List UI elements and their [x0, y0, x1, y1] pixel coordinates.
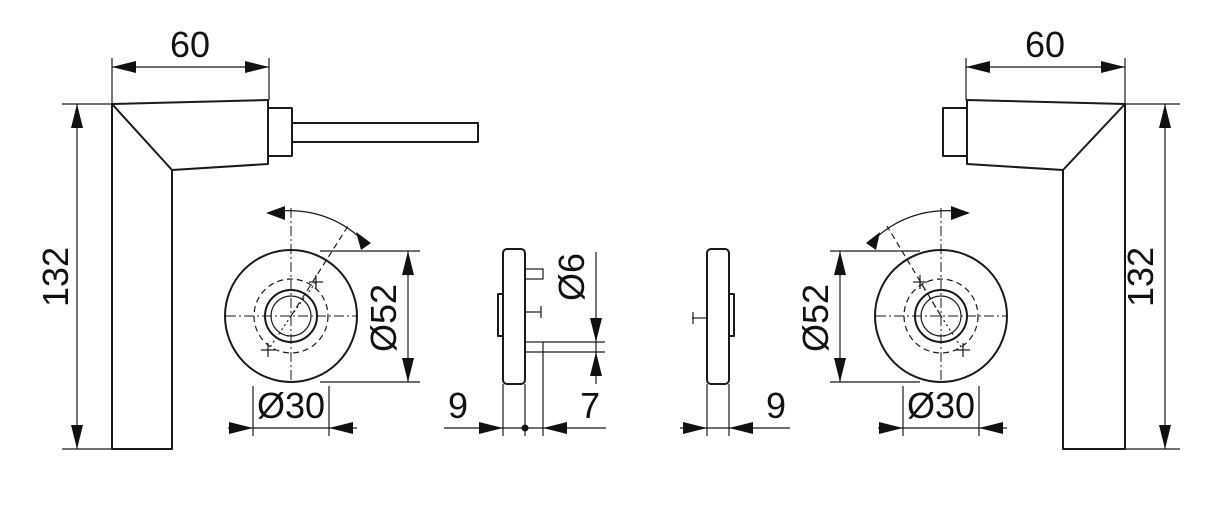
right-height-label: 132: [1120, 247, 1161, 307]
pin-diameter-dimension: Ø6: [543, 252, 605, 384]
center-left-thickness-dimensions: 9 7: [444, 352, 606, 436]
right-lever-neck: [942, 107, 968, 157]
left-rose-diameter-label: Ø52: [363, 284, 404, 352]
right-rose-front-view: [866, 206, 1008, 383]
left-spindle: [291, 122, 479, 143]
right-rose-diameter-label: Ø52: [795, 284, 836, 352]
right-hole-diameter-label: Ø30: [907, 385, 975, 426]
right-height-dimension: 132: [1120, 103, 1180, 450]
rose-side-body: [502, 248, 526, 385]
left-height-label: 132: [35, 247, 76, 307]
left-hole-diameter-label: Ø30: [257, 385, 325, 426]
right-width-label: 60: [1025, 24, 1065, 65]
left-width-label: 60: [170, 24, 210, 65]
right-lever-bevel: [1062, 103, 1126, 171]
rose-side-body-right: [706, 248, 730, 385]
rose-side-collar: [497, 293, 504, 337]
pin-offset-label: 7: [580, 385, 600, 426]
right-rose-hidden-circle: [903, 278, 979, 354]
rose-side-collar-right: [728, 293, 735, 337]
center-right-thickness-dimension: 9: [680, 384, 790, 436]
left-height-dimension: 132: [35, 103, 112, 450]
center-left-rose-side-view: [497, 248, 544, 385]
right-rose-thickness-label: 9: [766, 385, 786, 426]
pin-diameter-label: Ø6: [551, 253, 592, 301]
left-rose-hidden-circle: [253, 278, 329, 354]
center-right-rose-side-view: [692, 248, 735, 385]
right-width-dimension: 60: [965, 24, 1126, 104]
pin-bottom: [524, 341, 544, 353]
right-hole-diameter-dimension: Ø30: [878, 385, 1007, 436]
left-lever-neck: [267, 107, 293, 157]
right-rose-diameter-dimension: Ø52: [795, 250, 920, 383]
pin-top: [524, 268, 544, 280]
left-width-dimension: 60: [111, 24, 270, 104]
left-rose-diameter-dimension: Ø52: [320, 250, 420, 383]
right-lever-outline: [966, 99, 1126, 450]
left-lever-outline: [111, 99, 269, 450]
left-hole-diameter-dimension: Ø30: [228, 385, 357, 436]
left-rose-front-view: [224, 206, 371, 383]
left-rose-thickness-label: 9: [448, 385, 468, 426]
left-lever-bevel: [111, 103, 173, 171]
